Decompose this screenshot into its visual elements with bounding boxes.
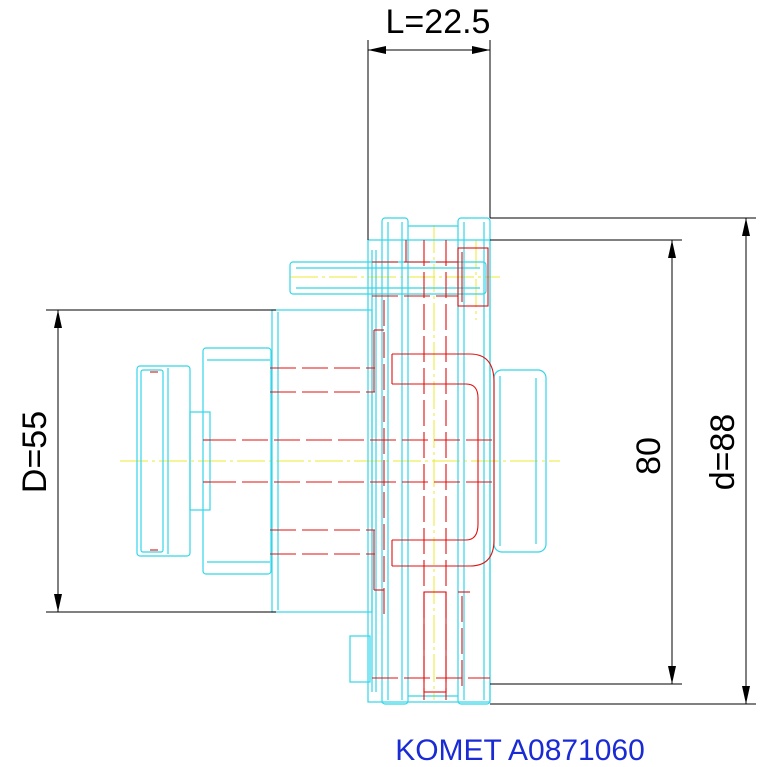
dimension-length: L=22.5 — [367, 3, 491, 240]
length-dimension-label: L=22.5 — [386, 3, 491, 41]
part-number-caption: KOMET A0871060 — [395, 734, 645, 767]
centerlines — [120, 225, 560, 700]
outer-diameter-label: d=88 — [704, 414, 742, 491]
inner-diameter-label: 80 — [630, 437, 668, 475]
hidden-lines — [150, 240, 495, 700]
part-outline — [136, 217, 547, 705]
dimension-inner-diameter: 80 — [490, 239, 682, 685]
dimension-shank-diameter: D=55 — [16, 309, 276, 613]
shank-diameter-label: D=55 — [16, 411, 54, 493]
dimension-outer-diameter: d=88 — [490, 217, 756, 705]
